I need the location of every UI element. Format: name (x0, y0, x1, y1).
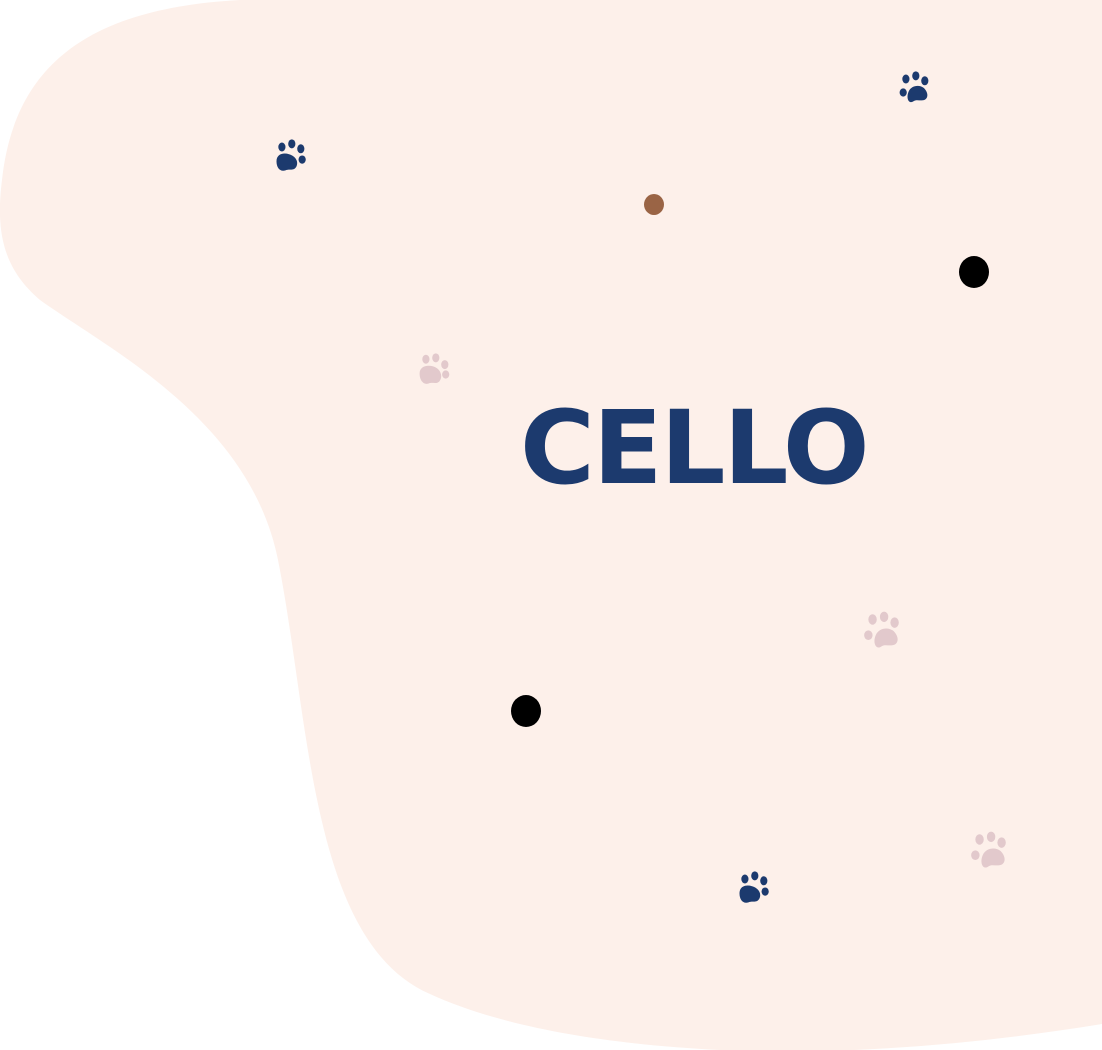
paw-print-icon (899, 71, 929, 103)
paw-print-icon (276, 139, 306, 171)
dot-black (959, 256, 989, 288)
paw-print-icon (739, 871, 769, 903)
paw-print-icon (971, 831, 1006, 868)
paw-print-icon (419, 353, 450, 384)
paw-print-icon (864, 611, 899, 648)
dot-brown (644, 194, 664, 215)
page-title: CELLO (520, 389, 870, 508)
dot-black (511, 695, 541, 727)
